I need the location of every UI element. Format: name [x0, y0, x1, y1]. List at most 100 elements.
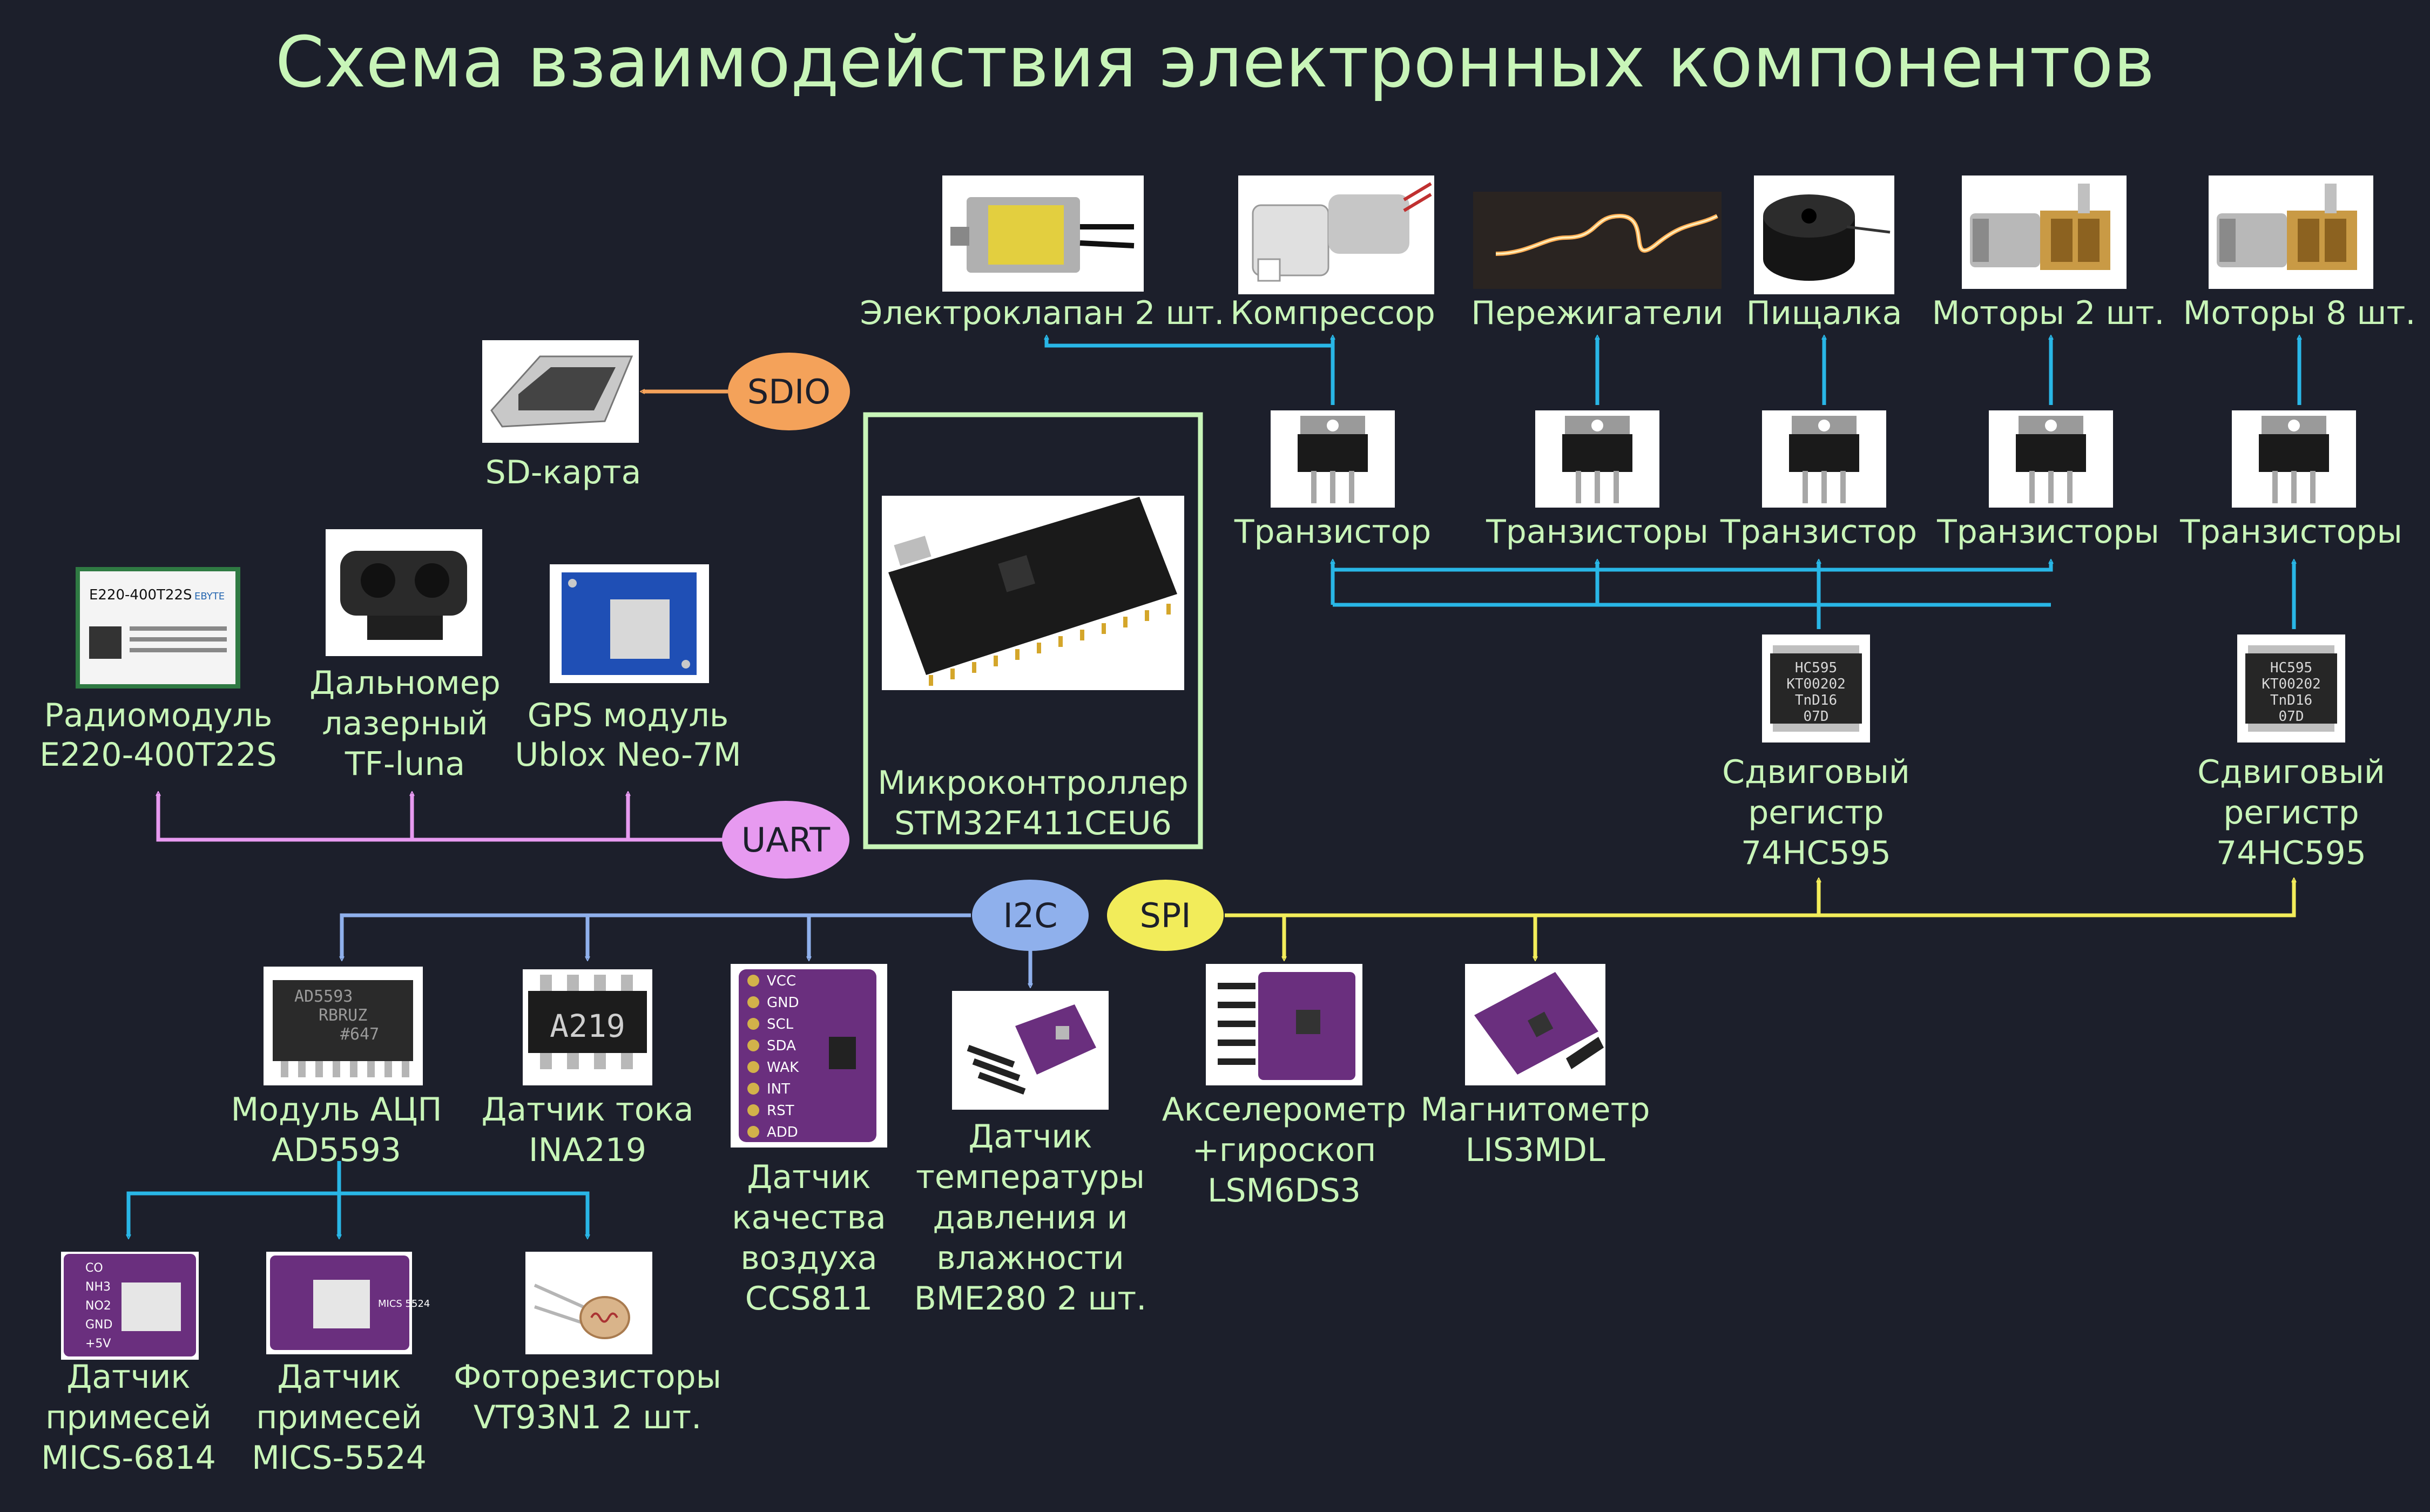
motors2-label: Моторы 2 шт.	[1932, 294, 2165, 332]
i2c-label: I2C	[1003, 896, 1057, 935]
spi-label: SPI	[1139, 896, 1191, 935]
page-title: Схема взаимодействия электронных компоне…	[275, 21, 2155, 103]
pin-label: GND	[767, 995, 799, 1011]
pin-label: SCL	[767, 1016, 794, 1032]
current-sensor-device: A219 Датчик тока INA219	[481, 969, 694, 1169]
transistor-label: Транзисторы	[2179, 513, 2402, 551]
gear-motor-icon	[2209, 176, 2373, 289]
air-quality-label-line3: воздуха	[740, 1239, 877, 1277]
pin-label: VCC	[767, 973, 796, 989]
sd-card-label: SD-карта	[485, 454, 642, 491]
chip-marking: HC595	[2270, 660, 2312, 676]
transistor-2: Транзисторы	[1486, 410, 1709, 551]
transistor-4: Транзисторы	[1936, 410, 2159, 551]
mics5524-chip-text: MICS 5524	[378, 1298, 430, 1310]
shift-register-label-line3: 74HC595	[2216, 834, 2366, 872]
bme280-label-line5: BME280 2 шт.	[914, 1280, 1147, 1318]
pin-label: RST	[767, 1103, 794, 1119]
radio-module-chip-text: E220-400T22S	[89, 587, 192, 603]
sd-card-device: SD-карта	[482, 340, 641, 491]
chip-marking: A219	[550, 1008, 625, 1044]
pin-label: ADD	[767, 1124, 798, 1140]
mics5524-board-icon: MICS 5524	[266, 1252, 430, 1354]
adc-chip-icon: AD5593 RBRUZ #647	[264, 967, 423, 1085]
uart-bubble: UART	[722, 801, 849, 879]
solenoid-label: Электроклапан 2 шт.	[860, 294, 1225, 332]
motors2-device: Моторы 2 шт.	[1932, 176, 2165, 332]
photoresistor-icon	[525, 1252, 652, 1354]
lis3mdl-board-icon	[1465, 964, 1605, 1085]
pin-label: GND	[85, 1318, 112, 1332]
transistor-3: Транзистор	[1720, 410, 1917, 551]
imu-label-line3: LSM6DS3	[1207, 1172, 1361, 1210]
chip-marking: KT00202	[2262, 676, 2321, 692]
transistor-icon	[1762, 410, 1886, 508]
transistor-label: Транзисторы	[1936, 513, 2159, 551]
chip-marking: 07D	[1804, 708, 1829, 725]
magnetometer-label-line1: Магнитометр	[1420, 1091, 1650, 1129]
pin-label: SDA	[767, 1038, 796, 1054]
mics5524-label-line1: Датчик	[277, 1358, 401, 1396]
shift-register-label-line2: регистр	[1748, 794, 1884, 832]
bme280-board-icon	[952, 991, 1109, 1110]
imu-label-line2: +гироскоп	[1192, 1131, 1376, 1169]
mcu-board-icon	[882, 496, 1184, 690]
shift-register-label-line1: Сдвиговый	[1722, 753, 1910, 791]
chip-marking: TnD16	[1795, 692, 1837, 708]
gps-device: GPS модуль Ublox Neo-7M	[515, 564, 741, 774]
transistor-icon	[1989, 410, 2113, 508]
nichrome-wire-icon	[1473, 192, 1722, 289]
transistor-5: Транзисторы	[2179, 410, 2402, 551]
pin-label: CO	[85, 1261, 103, 1275]
transistor-icon	[1535, 410, 1659, 508]
pin-label: NH3	[85, 1280, 111, 1294]
motors8-label: Моторы 8 шт.	[2183, 294, 2416, 332]
gear-motor-icon	[1962, 176, 2127, 289]
bme280-label-line1: Датчик	[968, 1118, 1092, 1156]
shift-register-2: HC595 KT00202 TnD16 07D Сдвиговый регист…	[2197, 634, 2385, 872]
chip-marking: TnD16	[2270, 692, 2312, 708]
radio-module-icon: E220-400T22S EBYTE	[76, 567, 240, 688]
burners-device: Пережигатели	[1471, 192, 1724, 332]
transistor-icon	[2232, 410, 2356, 508]
rangefinder-label-line2: лазерный	[322, 705, 488, 742]
pin-label: +5V	[85, 1337, 111, 1351]
sd-card-slot-icon	[482, 340, 639, 443]
mics6814-label-line2: примесей	[45, 1399, 211, 1436]
lsm6ds3-board-icon	[1206, 964, 1362, 1085]
chip-marking: AD5593	[294, 987, 353, 1006]
transistor-icon	[1271, 410, 1395, 508]
transistor-label: Транзистор	[1234, 513, 1431, 551]
compressor-icon	[1238, 176, 1434, 294]
mcu-label-line2: STM32F411CEU6	[894, 805, 1172, 842]
mcu-block: Микроконтроллер STM32F411CEU6	[863, 412, 1203, 849]
laser-rangefinder-icon	[326, 529, 482, 656]
compressor-label: Компрессор	[1230, 294, 1435, 332]
rangefinder-label-line1: Дальномер	[309, 664, 501, 702]
rangefinder-device: Дальномер лазерный TF-luna	[309, 529, 501, 783]
bme280-label-line3: давления и	[933, 1199, 1128, 1237]
transistor-label: Транзистор	[1720, 513, 1917, 551]
compressor-device: Компрессор	[1230, 176, 1435, 332]
pin-label: WAK	[767, 1059, 799, 1076]
radio-module-label-line1: Радиомодуль	[44, 697, 273, 734]
air-quality-label-line1: Датчик	[747, 1158, 870, 1196]
current-sensor-label-line2: INA219	[529, 1131, 646, 1169]
chip-marking: KT00202	[1786, 676, 1846, 692]
shift-register-1: HC595 KT00202 TnD16 07D Сдвиговый регист…	[1722, 634, 1910, 872]
radio-module-brand: EBYTE	[194, 591, 225, 602]
photoresistor-label-line2: VT93N1 2 шт.	[474, 1399, 701, 1436]
imu-device: Акселерометр +гироскоп LSM6DS3	[1162, 964, 1406, 1210]
radio-module-device: E220-400T22S EBYTE Радиомодуль E220-400T…	[39, 567, 277, 774]
i2c-bus	[342, 913, 1030, 986]
motors8-device: Моторы 8 шт.	[2183, 176, 2416, 332]
chip-marking: RBRUZ	[319, 1006, 367, 1025]
mics5524-device: MICS 5524 Датчик примесей MICS-5524	[252, 1252, 430, 1477]
chip-marking: HC595	[1795, 660, 1837, 676]
mics6814-device: CO NH3 NO2 GND +5V Датчик примесей MICS-…	[41, 1252, 216, 1477]
shift-register-label-line3: 74HC595	[1741, 834, 1891, 872]
mcu-label-line1: Микроконтроллер	[878, 764, 1188, 802]
adc-label-line2: AD5593	[272, 1131, 401, 1169]
adc-label-line1: Модуль АЦП	[231, 1091, 442, 1129]
burners-label: Пережигатели	[1471, 294, 1724, 332]
